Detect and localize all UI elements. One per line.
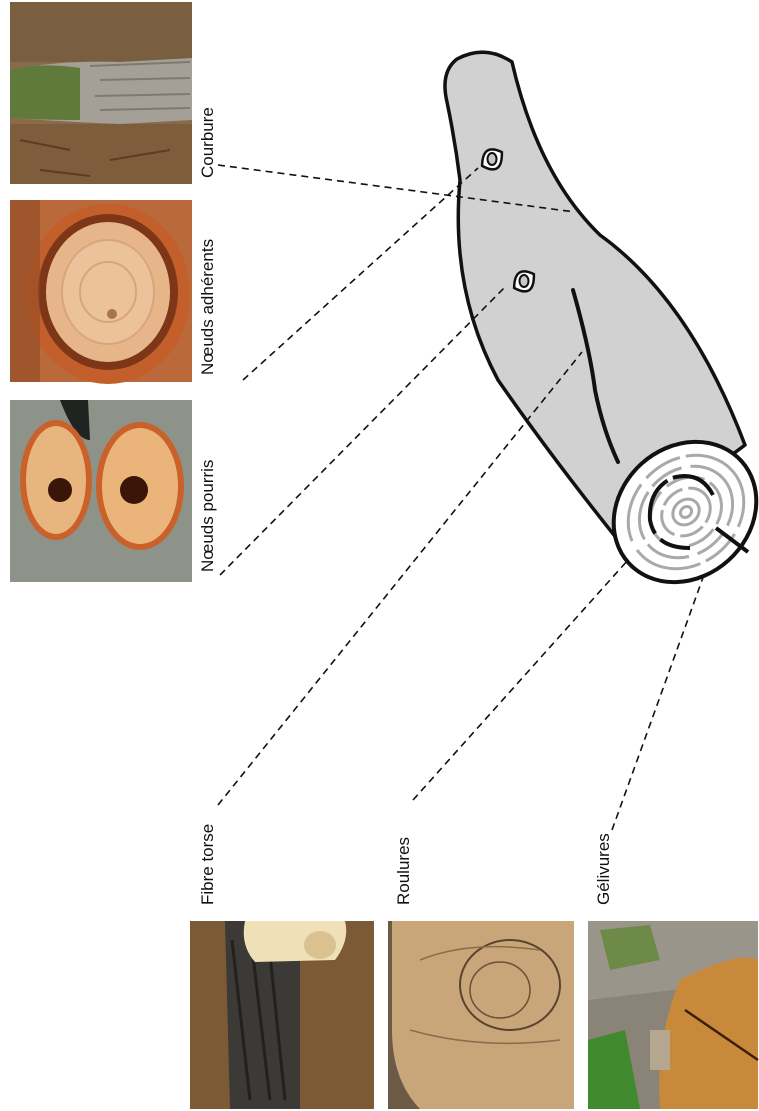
noeuds-pourris-photo bbox=[10, 400, 192, 582]
courbure-photo bbox=[10, 2, 192, 184]
gelivures-photo bbox=[588, 921, 758, 1109]
fibre-torse-photo bbox=[190, 921, 374, 1109]
label-roulures: Roulures bbox=[394, 837, 413, 905]
label-noeuds-pourris: Nœuds pourris bbox=[198, 460, 217, 572]
log bbox=[445, 52, 759, 611]
label-courbure: Courbure bbox=[198, 107, 217, 178]
roulures-photo bbox=[388, 921, 574, 1109]
label-fibre-torse: Fibre torse bbox=[198, 824, 217, 905]
label-noeuds-adherents: Nœuds adhérents bbox=[198, 239, 217, 375]
noeuds-adherents-photo bbox=[10, 200, 192, 384]
label-gelivures: Gélivures bbox=[594, 833, 613, 905]
